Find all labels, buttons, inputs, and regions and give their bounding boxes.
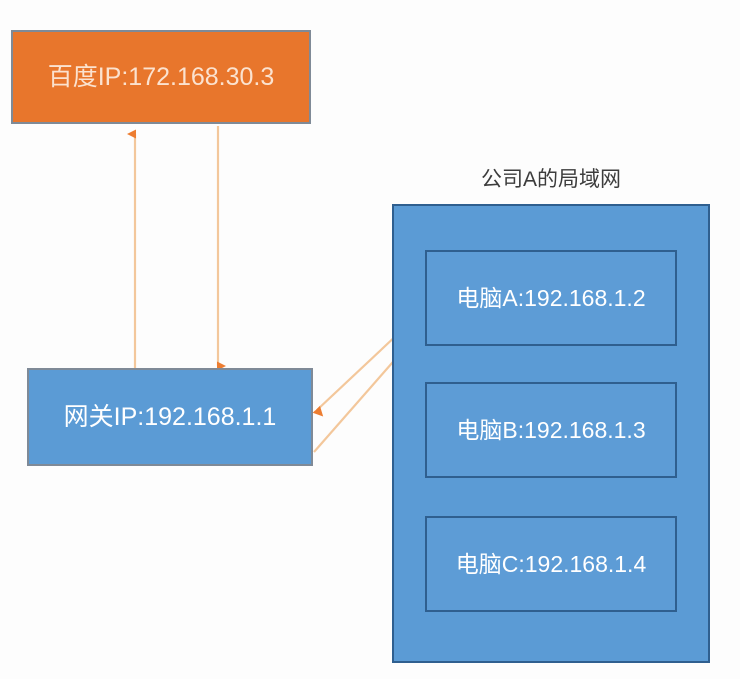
node-computer-b-label: 电脑B:192.168.1.3 bbox=[456, 416, 646, 443]
node-computer-c[interactable]: 电脑C:192.168.1.4 bbox=[425, 516, 677, 612]
node-gateway-label: 网关IP:192.168.1.1 bbox=[63, 402, 277, 431]
node-computer-b[interactable]: 电脑B:192.168.1.3 bbox=[425, 382, 677, 478]
node-internet-baidu[interactable]: 百度IP:172.168.30.3 bbox=[11, 30, 311, 124]
node-computer-a-label: 电脑A:192.168.1.2 bbox=[456, 284, 646, 311]
node-computer-c-label: 电脑C:192.168.1.4 bbox=[455, 550, 647, 577]
node-computer-a[interactable]: 电脑A:192.168.1.2 bbox=[425, 250, 677, 346]
node-gateway[interactable]: 网关IP:192.168.1.1 bbox=[27, 368, 313, 466]
node-internet-label: 百度IP:172.168.30.3 bbox=[47, 62, 275, 91]
lan-title: 公司A的局域网 bbox=[480, 168, 621, 191]
